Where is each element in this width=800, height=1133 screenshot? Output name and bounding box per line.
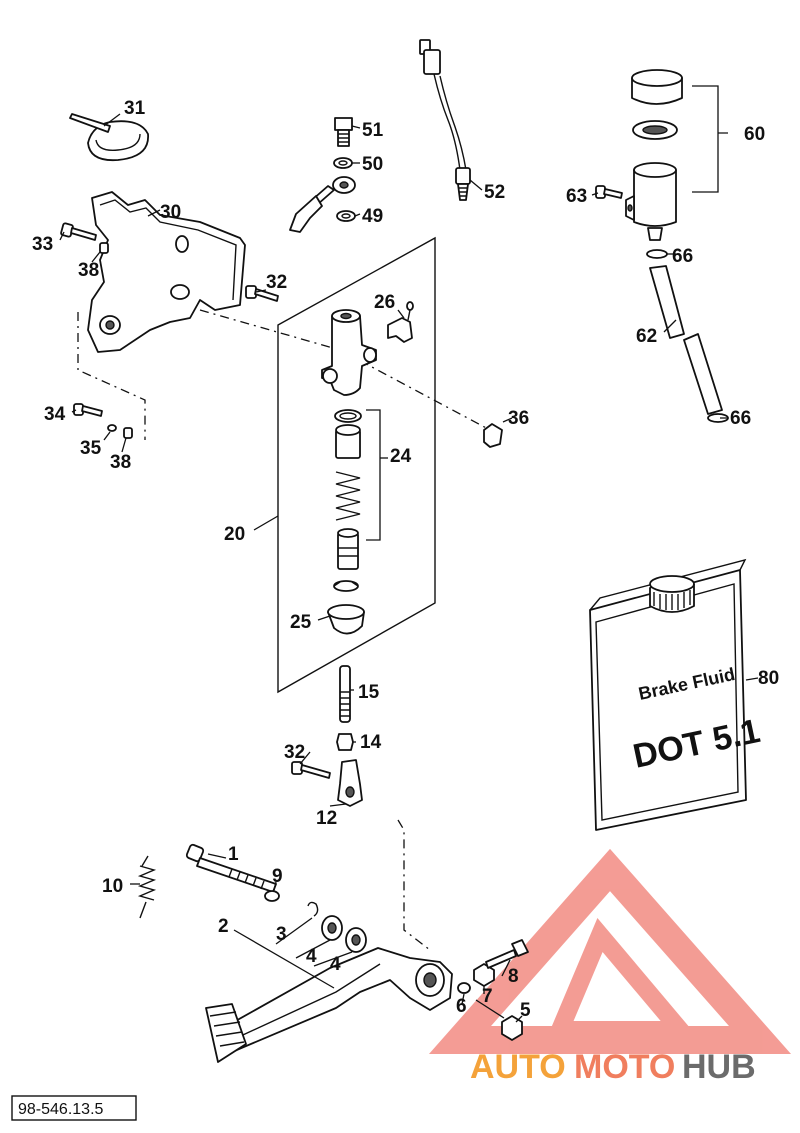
nut-7 <box>473 963 495 987</box>
nut-5 <box>501 1015 523 1041</box>
document-code: 98-546.13.5 <box>18 1101 104 1118</box>
washer-9 <box>264 890 280 902</box>
screw-34 <box>73 403 103 417</box>
alignment-line <box>199 309 491 431</box>
reservoir-hose <box>649 265 723 415</box>
bracket-60 <box>692 85 728 193</box>
banjo-bolt-51 <box>334 117 353 147</box>
callout-33: 33 <box>32 234 53 255</box>
callout-32: 32 <box>266 272 287 293</box>
sleeve-38a <box>99 242 109 254</box>
circlip <box>333 580 359 592</box>
clevis-12 <box>337 759 363 807</box>
callout-36: 36 <box>508 408 529 429</box>
screw-32a <box>245 285 279 302</box>
callout-49: 49 <box>362 206 383 227</box>
callout-66: 66 <box>730 408 751 429</box>
leader-lines <box>59 113 759 1023</box>
bearing-4a <box>321 915 343 941</box>
callout-12: 12 <box>316 808 337 829</box>
callout-1: 1 <box>228 844 239 865</box>
circlip-3 <box>307 901 319 917</box>
alignment-line <box>397 819 431 951</box>
watermark-part1: AUTO <box>470 1048 566 1086</box>
screw-33 <box>60 222 97 241</box>
callout-5: 5 <box>520 1000 531 1021</box>
callout-62: 62 <box>636 326 657 347</box>
lock-nut-14 <box>336 733 354 751</box>
callout-34: 34 <box>44 404 66 425</box>
callout-52: 52 <box>484 182 505 203</box>
brake-hose-fitting <box>289 176 356 233</box>
callout-26: 26 <box>374 292 395 313</box>
watermark-text: AUTO MOTO HUB <box>470 1048 756 1086</box>
master-cylinder-body <box>321 309 377 396</box>
callout-2: 2 <box>218 916 229 937</box>
callout-31: 31 <box>124 98 146 119</box>
washer-6 <box>457 982 471 994</box>
callout-30: 30 <box>160 202 181 223</box>
nut-36 <box>483 423 503 448</box>
callout-6: 6 <box>456 996 467 1017</box>
screw-32b <box>291 761 331 779</box>
hose-clamp-66a <box>646 249 668 259</box>
piston <box>337 528 359 570</box>
callout-7: 7 <box>482 986 493 1007</box>
document-code-box: 98-546.13.5 <box>11 1095 137 1121</box>
callout-3: 3 <box>276 924 287 945</box>
callout-4: 4 <box>330 954 341 975</box>
callout-80: 80 <box>758 668 779 689</box>
piston-spring <box>335 471 361 521</box>
callout-38: 38 <box>78 260 99 281</box>
return-spring-10 <box>137 855 157 919</box>
callout-24: 24 <box>390 446 412 467</box>
reservoir-cap <box>631 69 683 105</box>
callout-38: 38 <box>110 452 131 473</box>
brake-fluid-can: Brake Fluid DOT 5.1 <box>589 558 763 831</box>
pivot-bolt-1 <box>185 843 277 893</box>
callout-51: 51 <box>362 120 384 141</box>
master-cylinder-frame <box>277 236 436 694</box>
dust-boot-25 <box>327 604 365 635</box>
washer-35 <box>107 424 117 432</box>
callout-50: 50 <box>362 154 383 175</box>
bolt-8 <box>485 939 529 969</box>
bracket-24 <box>366 409 381 541</box>
callout-20: 20 <box>224 524 245 545</box>
alignment-line <box>77 312 146 440</box>
bearing-4b <box>345 927 367 953</box>
sleeve-38b <box>123 427 133 439</box>
reservoir-diaphragm <box>632 120 678 140</box>
heel-guard-bracket <box>87 191 246 353</box>
callout-8: 8 <box>508 966 519 987</box>
callout-66: 66 <box>672 246 693 267</box>
piston-sleeve <box>335 424 361 459</box>
callout-63: 63 <box>566 186 587 207</box>
callout-9: 9 <box>272 866 283 887</box>
brake-pedal-2 <box>205 947 453 1063</box>
push-rod-15 <box>339 665 351 723</box>
reservoir-body <box>625 162 677 241</box>
callout-32: 32 <box>284 742 305 763</box>
brake-light-switch <box>419 39 471 201</box>
elbow-fitting-26 <box>387 301 414 343</box>
seal-washer-50 <box>333 157 353 169</box>
seal-washer-49 <box>336 210 356 222</box>
watermark-logo <box>428 848 792 1054</box>
callout-labels: 31 30 33 38 51 50 49 52 60 63 66 62 66 3… <box>32 98 779 1021</box>
callout-10: 10 <box>102 876 123 897</box>
cable-tie <box>69 113 149 162</box>
callout-35: 35 <box>80 438 102 459</box>
callout-60: 60 <box>744 124 765 145</box>
watermark-part2: MOTO <box>574 1048 675 1086</box>
watermark-part3: HUB <box>682 1048 756 1086</box>
callout-4: 4 <box>306 946 317 967</box>
callout-15: 15 <box>358 682 380 703</box>
screw-63 <box>595 185 623 199</box>
callout-14: 14 <box>360 732 382 753</box>
callout-25: 25 <box>290 612 312 633</box>
o-ring <box>334 409 362 423</box>
